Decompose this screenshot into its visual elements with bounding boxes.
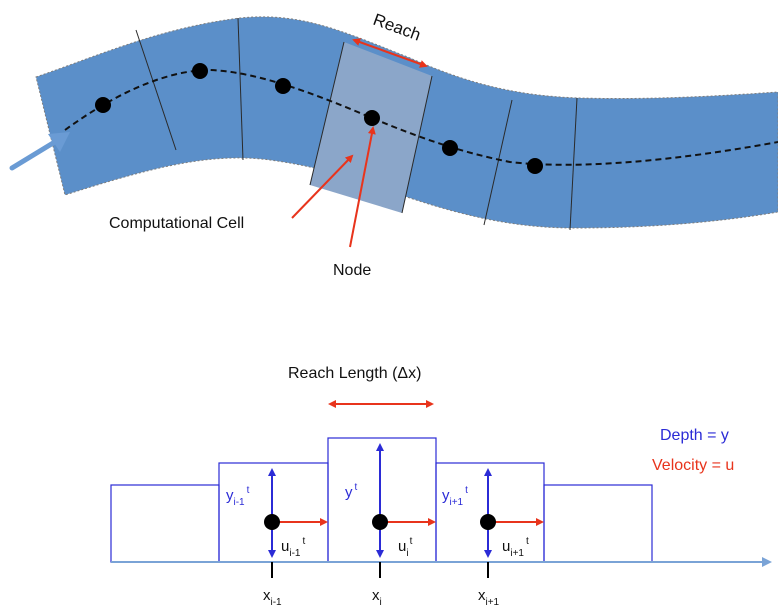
depth-legend: Depth = y: [660, 427, 729, 444]
node-point: [442, 140, 458, 156]
node-label: Node: [333, 262, 371, 279]
depth-label: yi+1t: [442, 485, 468, 508]
reach-label: Reach: [371, 10, 424, 45]
node-point: [364, 110, 380, 126]
node-point: [192, 63, 208, 79]
node-point: [372, 514, 388, 530]
node-point: [527, 158, 543, 174]
cell-boundary: [401, 75, 433, 214]
node-callout-arrow: [349, 126, 376, 248]
cell-boundary: [483, 99, 513, 226]
velocity-label: ui-1t: [281, 536, 305, 559]
node-point: [275, 78, 291, 94]
cell-callout-arrow: [291, 154, 354, 219]
velocity-label: uit: [398, 536, 413, 559]
node-point: [264, 514, 280, 530]
cell-boundaries: [135, 17, 578, 231]
reach-arrow: [352, 38, 428, 68]
velocity-label: ui+1t: [502, 536, 529, 559]
x-label: xi: [372, 587, 382, 608]
cell-boundary: [309, 41, 345, 186]
cell-boundary: [569, 97, 578, 231]
cell-boundary: [135, 29, 177, 151]
x-label: xi-1: [263, 587, 282, 608]
depth-label: yi-1t: [226, 485, 250, 508]
river-channel-diagram: Reach Computational Cell Node: [9, 10, 778, 279]
reach-length-label: Reach Length (Δx): [288, 365, 421, 382]
computational-cell-label: Computational Cell: [109, 215, 244, 232]
cell-outline: [543, 484, 653, 563]
cell-outline: [110, 484, 220, 563]
inflow-arrow: [9, 132, 70, 171]
node-point: [95, 97, 111, 113]
reach-schematic: Reach Length (Δx) Depth = y Velocity = u: [110, 365, 772, 608]
cell-outline: [435, 462, 545, 563]
cell-outline: [218, 462, 329, 563]
reach-cells: [110, 437, 653, 563]
cell-boundary: [237, 17, 244, 161]
velocity-legend: Velocity = u: [652, 457, 734, 474]
x-label: xi+1: [478, 587, 500, 608]
nodes: [95, 63, 543, 174]
node-point: [480, 514, 496, 530]
